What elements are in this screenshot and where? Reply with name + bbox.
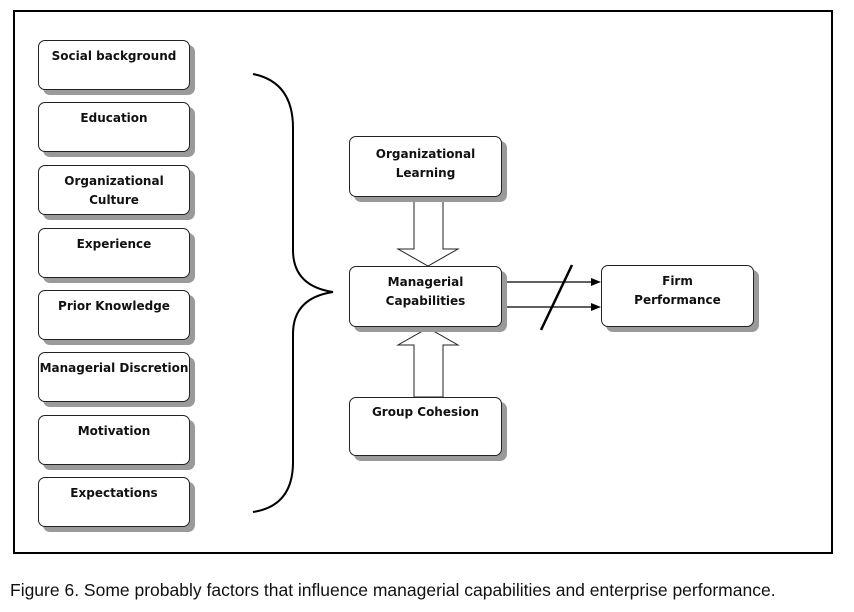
arrow-cohesion-to-capabilities: [396, 327, 460, 398]
factor-managerial-discretion: Managerial Discretion: [38, 352, 190, 402]
factor-motivation: Motivation: [38, 415, 190, 465]
node-organizational-learning: Organizational Learning: [349, 136, 502, 197]
factor-organizational-culture: Organizational Culture: [38, 165, 190, 215]
factor-education: Education: [38, 102, 190, 152]
figure-caption: Figure 6. Some probably factors that inf…: [10, 580, 776, 600]
node-managerial-capabilities: Managerial Capabilities: [349, 266, 502, 327]
broken-link-slash: [539, 264, 574, 331]
factor-expectations: Expectations: [38, 477, 190, 527]
grouping-brace: [252, 73, 334, 513]
arrow-learning-to-capabilities: [396, 196, 460, 267]
factor-experience: Experience: [38, 228, 190, 278]
node-firm-performance: Firm Performance: [601, 265, 754, 327]
node-group-cohesion: Group Cohesion: [349, 397, 502, 456]
factor-prior-knowledge: Prior Knowledge: [38, 290, 190, 340]
diagram-frame: [13, 10, 833, 554]
factor-social-background: Social background: [38, 40, 190, 90]
